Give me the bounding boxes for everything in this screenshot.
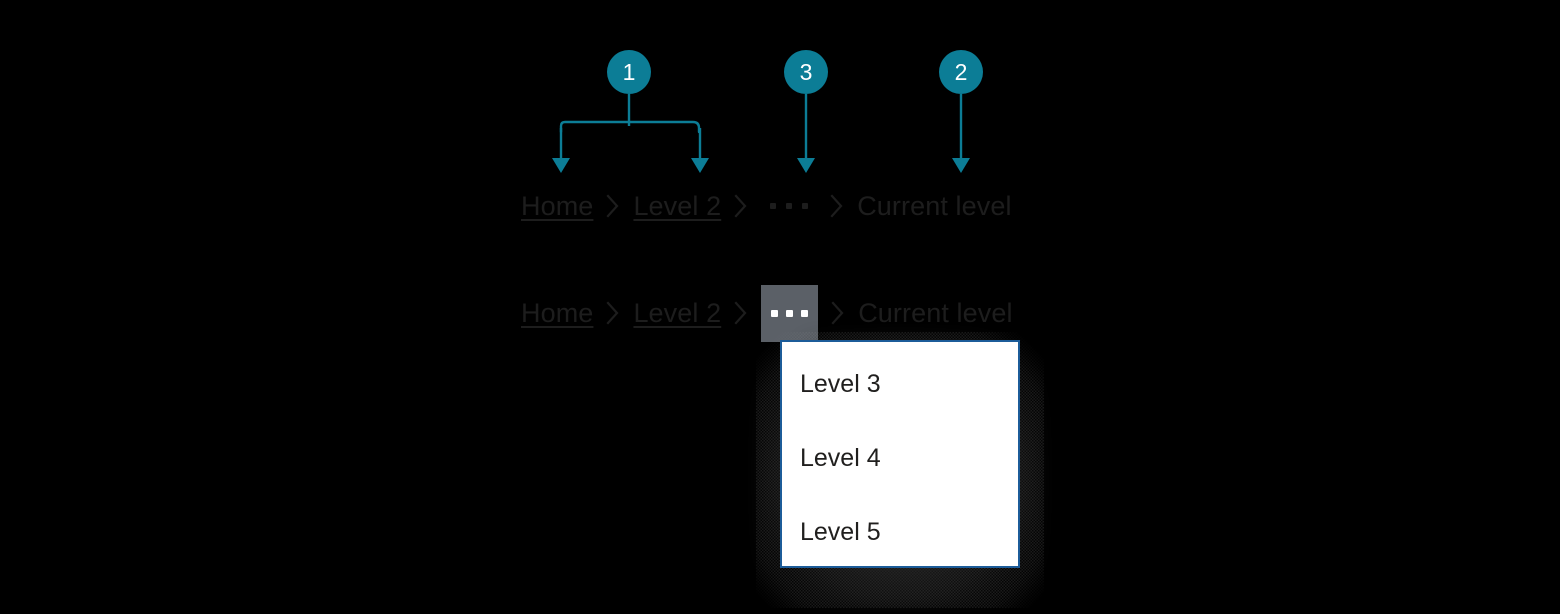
callout-badge-2-label: 2 [954,58,968,85]
breadcrumb-overflow-ellipsis-icon[interactable] [759,188,819,224]
breadcrumb-item-home[interactable]: Home [521,190,594,221]
menu-item-level-3[interactable]: Level 3 [800,370,881,398]
callout-badge-3: 3 [784,50,828,94]
menu-item-level-5[interactable]: Level 5 [800,518,881,546]
chevron-right-icon [595,300,631,326]
callout-badge-2: 2 [939,50,983,94]
callout-1-bracket [559,120,701,134]
ellipsis-dot [802,203,809,209]
callout-3-arrowhead [797,158,815,173]
breadcrumb-item-level-2[interactable]: Level 2 [633,297,722,328]
breadcrumb-item-current-level: Current level [858,297,1013,328]
breadcrumb-item-level-2[interactable]: Level 2 [633,190,722,221]
breadcrumb-default: Home Level 2 Current level [519,188,1014,224]
callout-badge-1-label: 1 [622,58,636,85]
ellipsis-dot [786,309,794,317]
chevron-right-icon [723,300,759,326]
ellipsis-dot [801,309,809,317]
chevron-right-icon [819,193,855,219]
menu-surface: Level 3 Level 4 Level 5 [780,340,1020,568]
callout-2-arrowhead [952,158,970,173]
ellipsis-dot [771,309,779,317]
callout-1-left-arrowhead [552,158,570,173]
chevron-right-icon [595,193,631,219]
callout-badge-1: 1 [607,50,651,94]
chevron-right-icon [820,300,856,326]
ellipsis-dot [786,203,793,209]
breadcrumb-item-home[interactable]: Home [521,297,594,328]
callout-badge-3-label: 3 [799,58,813,85]
breadcrumb-item-current-level: Current level [857,190,1012,221]
chevron-right-icon [723,193,759,219]
breadcrumb-overflow-open: Home Level 2 Current level [519,284,1015,342]
menu-item-level-4[interactable]: Level 4 [800,444,881,472]
ellipsis-dot [770,203,777,209]
callout-1-right-arrowhead [691,158,709,173]
overflow-menu: Level 3 Level 4 Level 5 [756,332,1044,608]
